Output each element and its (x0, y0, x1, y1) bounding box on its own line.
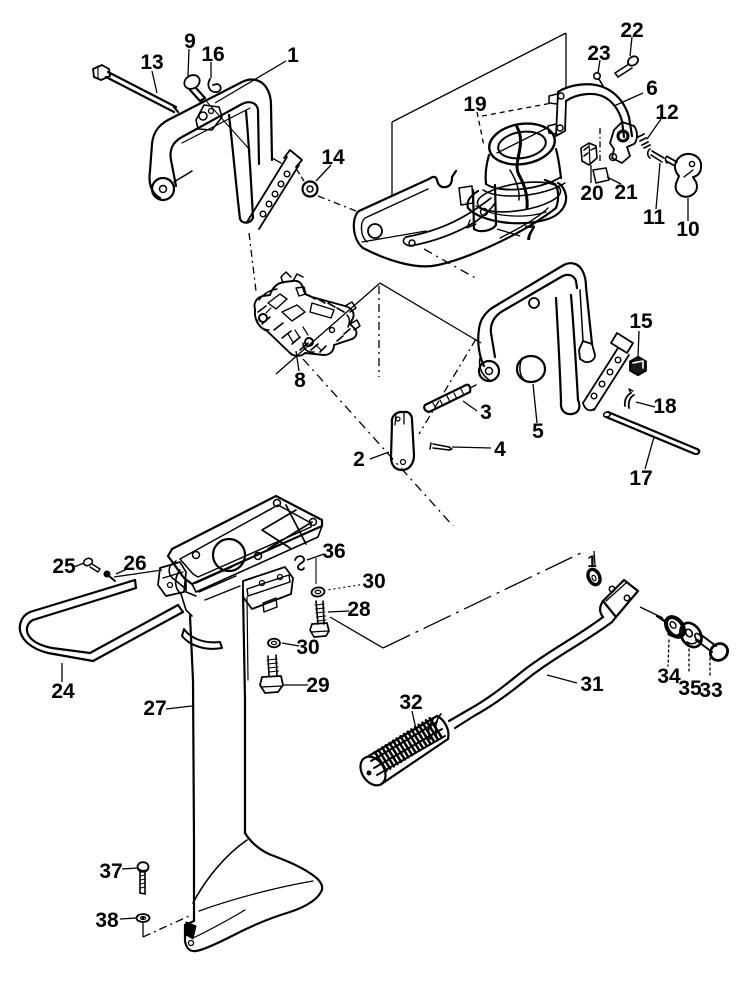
svg-text:25: 25 (52, 555, 76, 578)
svg-text:14: 14 (321, 146, 345, 169)
svg-text:6: 6 (646, 77, 658, 100)
svg-text:31: 31 (580, 673, 604, 696)
svg-text:21: 21 (614, 181, 638, 204)
svg-text:12: 12 (655, 101, 678, 124)
svg-text:10: 10 (676, 218, 699, 241)
svg-text:37: 37 (99, 860, 122, 883)
svg-text:28: 28 (347, 598, 371, 621)
svg-text:11: 11 (643, 206, 666, 229)
svg-text:23: 23 (587, 42, 610, 65)
svg-text:3: 3 (480, 401, 492, 424)
svg-text:18: 18 (653, 395, 677, 418)
svg-text:4: 4 (494, 438, 506, 461)
svg-text:16: 16 (201, 43, 224, 66)
svg-text:35: 35 (678, 677, 702, 700)
svg-text:22: 22 (620, 19, 643, 42)
svg-text:5: 5 (532, 420, 544, 443)
svg-text:27: 27 (143, 697, 166, 720)
svg-text:2: 2 (353, 448, 365, 471)
svg-text:33: 33 (699, 679, 722, 702)
svg-text:1: 1 (287, 44, 299, 67)
svg-text:8: 8 (294, 369, 306, 392)
svg-text:30: 30 (362, 570, 385, 593)
svg-text:1: 1 (587, 552, 596, 571)
svg-text:26: 26 (123, 552, 146, 575)
svg-text:15: 15 (629, 310, 653, 333)
svg-text:30: 30 (296, 636, 319, 659)
svg-text:24: 24 (51, 680, 75, 703)
svg-text:7: 7 (524, 222, 536, 245)
svg-text:32: 32 (399, 691, 422, 714)
svg-text:19: 19 (463, 93, 486, 116)
svg-text:34: 34 (657, 665, 681, 688)
svg-text:13: 13 (140, 51, 163, 74)
svg-text:9: 9 (184, 30, 196, 53)
svg-text:17: 17 (629, 467, 652, 490)
svg-text:20: 20 (580, 182, 603, 205)
svg-text:36: 36 (322, 540, 345, 563)
svg-text:29: 29 (306, 674, 329, 697)
svg-text:38: 38 (95, 909, 119, 932)
